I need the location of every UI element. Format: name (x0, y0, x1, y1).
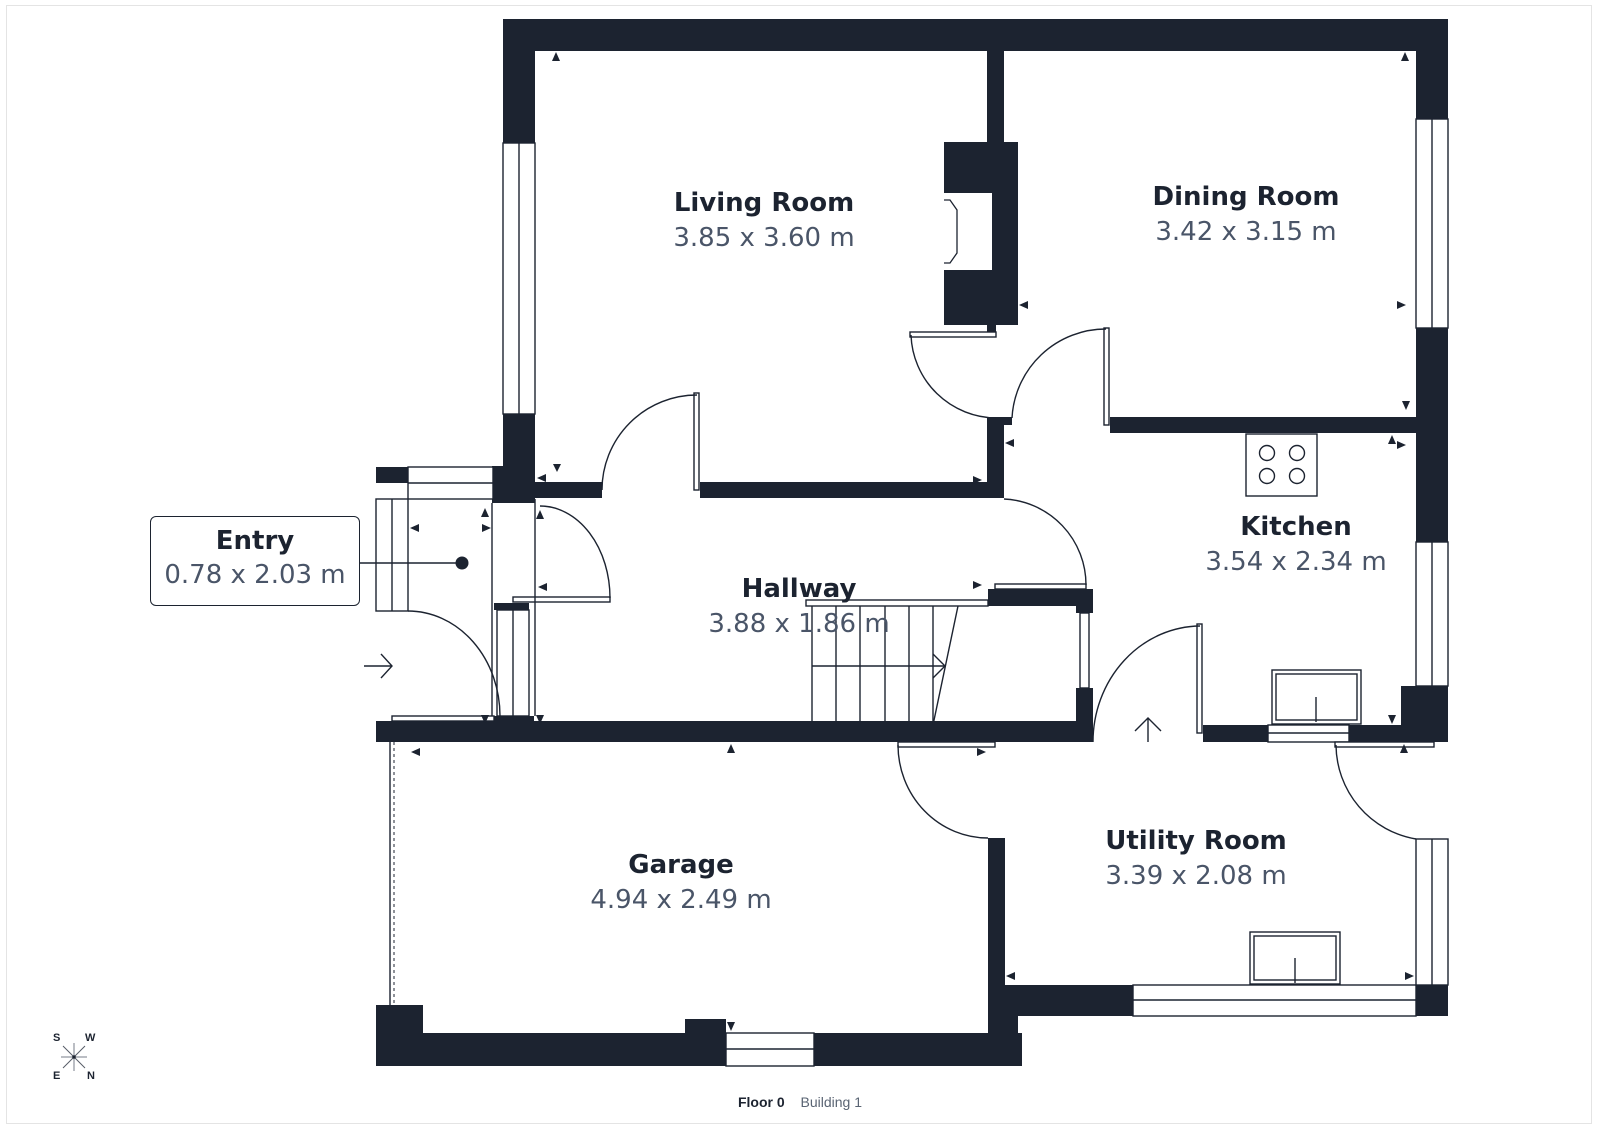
page-frame (6, 5, 1592, 1124)
walls (376, 19, 1448, 1066)
garage-door (389, 742, 395, 1005)
room-dimensions: 0.78 x 2.03 m (164, 560, 346, 590)
utility-sink-icon (1249, 931, 1341, 985)
hob-icon (1245, 433, 1318, 497)
compass-rose-icon (61, 1043, 87, 1071)
compass-label-s: S (53, 1032, 61, 1044)
building-label: Building 1 (800, 1094, 863, 1110)
compass-label-e: E (53, 1070, 61, 1082)
compass-label-w: W (85, 1032, 96, 1044)
exit-arrow-icon (1134, 717, 1162, 742)
floor-label: Floor 0 (737, 1094, 785, 1110)
stair-arrow-icon (932, 653, 946, 679)
measurement-markers (410, 52, 1414, 1031)
entry-leader (360, 556, 469, 570)
sink-icon (1271, 669, 1362, 725)
room-label-entry: Entry 0.78 x 2.03 m (150, 516, 360, 606)
compass-icon: S W E N (50, 1032, 100, 1082)
entrance-arrow-icon (364, 653, 393, 679)
floor-caption: Floor 0 Building 1 (0, 1094, 1600, 1110)
fireplace-icon (944, 193, 992, 270)
windows (375, 118, 1449, 1067)
doors (391, 327, 1435, 840)
stairs (805, 599, 989, 726)
room-name: Entry (215, 526, 295, 556)
compass-label-n: N (87, 1070, 95, 1082)
